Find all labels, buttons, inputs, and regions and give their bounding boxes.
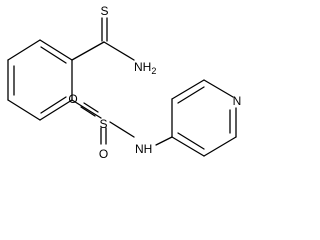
sulfonyl-oxygen-double-bond — [83, 102, 99, 113]
pyridine-bond — [203, 79, 234, 98]
sulfonyl-group: O S O NH — [68, 92, 152, 161]
amine-subscript: 2 — [151, 66, 156, 76]
chemical-structure-diagram: S NH2 O S O NH N — [7, 4, 242, 161]
sulfonyl-sulfur-label: S — [99, 117, 107, 131]
benzene-bond — [39, 39, 73, 61]
sulfonyl-oxygen-bottom-label: O — [99, 147, 108, 161]
pyridine-double-bond — [177, 86, 205, 104]
benzene-double-bond — [40, 46, 67, 64]
pyridine-bond — [171, 136, 205, 157]
pyridine-nitrogen-label: N — [233, 94, 242, 108]
sulfonyl-oxygen-left-label: O — [68, 92, 77, 106]
pyridine-double-bond — [177, 132, 205, 150]
benzene-bond — [7, 39, 41, 61]
sulfonyl-to-nitrogen-bond — [109, 121, 135, 138]
thioamide-sulfur-label: S — [100, 4, 108, 18]
amine-label: NH2 — [134, 60, 156, 76]
carbon-to-amine-bond — [103, 41, 135, 61]
ring-to-sulfonyl-bond — [71, 99, 102, 119]
benzene-bond — [7, 99, 41, 121]
pyridine-ring: N — [155, 79, 242, 157]
nitrogen-to-pyridine-bond — [155, 136, 173, 146]
pyridine-bond — [203, 136, 237, 157]
benzene-double-bond — [40, 96, 67, 114]
sulfonyl-oxygen-double-bond — [80, 106, 96, 117]
benzene-ring — [7, 39, 73, 121]
amine-nh-text: NH — [134, 60, 151, 74]
ring-to-thioamide-bond — [71, 41, 105, 61]
sulfonamide-nh-label: NH — [135, 142, 152, 156]
thioamide-group: S NH2 — [71, 4, 156, 76]
benzene-bond — [39, 99, 73, 121]
pyridine-bond — [171, 79, 205, 100]
